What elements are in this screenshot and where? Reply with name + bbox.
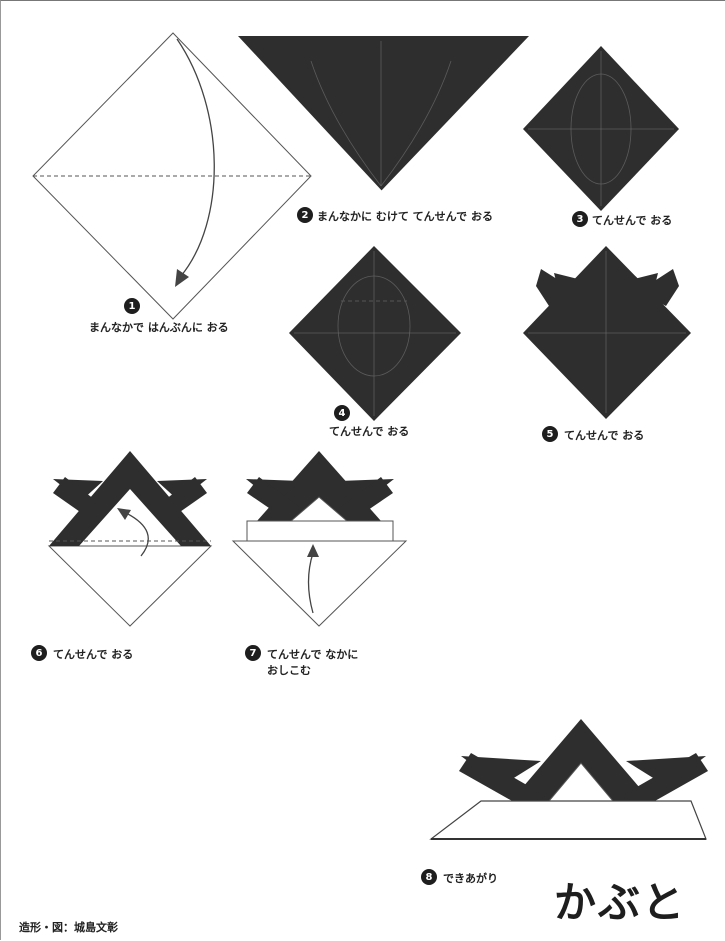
step-4-caption: てんせんで おる <box>329 423 409 439</box>
step-7-caption-line2: おしこむ <box>267 662 311 678</box>
step-8-diagram <box>431 719 708 839</box>
step-6-number: 6 <box>31 645 47 661</box>
step-2-caption: まんなかに むけて てんせんで おる <box>317 208 493 224</box>
step-3-diagram <box>523 46 679 211</box>
step-7-diagram <box>233 451 406 626</box>
step-1-diagram <box>33 33 311 319</box>
step-3-number: 3 <box>572 211 588 227</box>
step-7-caption: てんせんで なかに <box>267 646 358 662</box>
step-3-caption: てんせんで おる <box>592 212 672 228</box>
step-8-caption: できあがり <box>443 870 498 886</box>
credit-line: 造形・図：城島文彰 <box>19 919 118 935</box>
step-1-caption: まんなかで はんぶんに おる <box>89 319 229 335</box>
step-7-number: 7 <box>245 645 261 661</box>
step-6-diagram <box>49 451 211 626</box>
step-4-number: 4 <box>334 405 350 421</box>
step-1-number: 1 <box>124 298 140 314</box>
step-2-number: 2 <box>297 207 313 223</box>
step-5-number: 5 <box>542 426 558 442</box>
step-5-diagram <box>523 246 691 419</box>
page-title: かぶと <box>554 869 686 930</box>
step-5-caption: てんせんで おる <box>564 427 644 443</box>
step-8-number: 8 <box>421 869 437 885</box>
step-4-diagram <box>289 246 461 421</box>
step-6-caption: てんせんで おる <box>53 646 133 662</box>
